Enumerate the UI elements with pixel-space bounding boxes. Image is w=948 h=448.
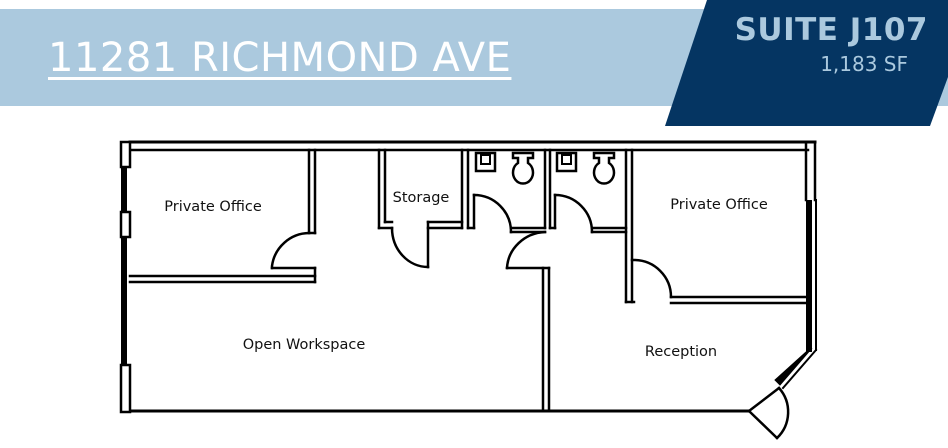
private-office-right-walls	[624, 148, 808, 305]
center-divider	[505, 230, 551, 413]
private-office-left-walls	[128, 148, 317, 284]
room-label-reception: Reception	[645, 344, 717, 360]
property-address[interactable]: 11281 RICHMOND AVE	[48, 35, 512, 81]
room-label-private-office-left: Private Office	[164, 199, 262, 215]
entry-door[interactable]	[747, 386, 790, 440]
room-label-storage: Storage	[393, 190, 450, 206]
right-wall	[774, 140, 818, 390]
suite-number: SUITE J107	[734, 12, 928, 48]
storage-walls	[377, 148, 470, 269]
top-wall	[128, 140, 817, 152]
left-wall	[119, 140, 132, 414]
room-label-private-office-right: Private Office	[670, 197, 768, 213]
restroom-1	[466, 148, 552, 234]
room-label-open-workspace: Open Workspace	[243, 337, 366, 353]
restroom-2	[548, 151, 628, 234]
suite-square-feet: 1,183 SF	[820, 52, 908, 76]
